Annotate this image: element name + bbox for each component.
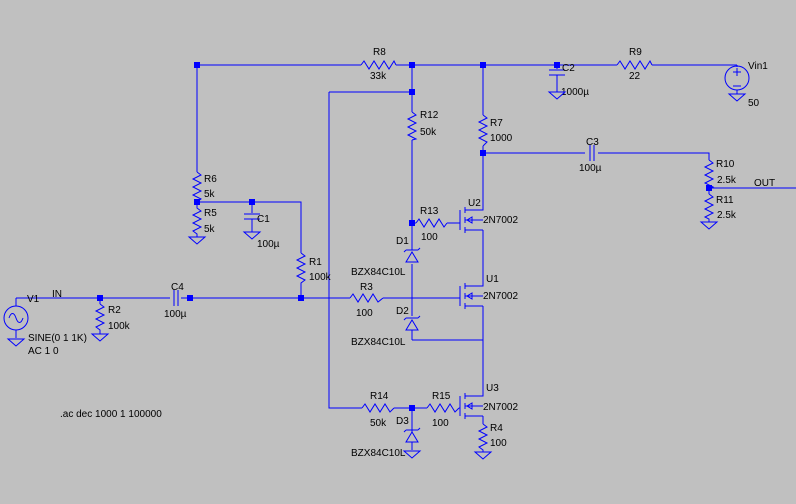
- resistor-r4[interactable]: R4 100: [477, 423, 507, 452]
- voltage-source-vin1[interactable]: Vin1 50: [724, 61, 768, 109]
- resistor-r7-value: 1000: [490, 133, 513, 144]
- voltage-source-v1-value1: SINE(0 1 1K): [28, 333, 87, 344]
- voltage-source-v1-name: V1: [27, 294, 40, 305]
- voltage-source-v1[interactable]: V1 SINE(0 1 1K) AC 1 0: [3, 294, 87, 357]
- resistor-r5-name: R5: [204, 208, 217, 219]
- resistor-r2-value: 100k: [108, 321, 131, 332]
- capacitor-c3-value: 100µ: [579, 163, 602, 174]
- resistor-r15-value: 100: [432, 418, 449, 429]
- resistor-r1[interactable]: R1 100k: [295, 252, 332, 285]
- resistor-r8[interactable]: R8 33k: [360, 47, 397, 82]
- zener-d1-name: D1: [396, 236, 409, 247]
- resistor-r6[interactable]: R6 5k: [191, 171, 217, 203]
- resistor-r14-name: R14: [370, 391, 389, 402]
- mosfet-u2-name: U2: [468, 198, 481, 209]
- mosfet-u1-name: U1: [486, 274, 499, 285]
- capacitor-c4[interactable]: C4 100µ: [164, 282, 187, 320]
- net-label-in: IN: [52, 289, 62, 300]
- mosfet-u2-value: 2N7002: [483, 215, 518, 226]
- voltage-source-vin1-name: Vin1: [748, 61, 768, 72]
- zener-d3-value: BZX84C10L: [351, 448, 406, 459]
- zener-d2-name: D2: [396, 306, 409, 317]
- resistor-r7-name: R7: [490, 118, 503, 129]
- resistor-r5[interactable]: R5 5k: [191, 202, 217, 236]
- resistor-r11-value: 2.5k: [717, 210, 737, 221]
- capacitor-c2[interactable]: C2 1000µ: [549, 63, 589, 98]
- resistor-r11-name: R11: [716, 195, 734, 206]
- capacitor-c2-value: 1000µ: [561, 87, 589, 98]
- resistor-r15-name: R15: [432, 391, 451, 402]
- capacitor-c1-value: 100µ: [257, 239, 280, 250]
- resistor-r1-value: 100k: [309, 272, 332, 283]
- zener-d2[interactable]: D2 BZX84C10L: [351, 306, 421, 348]
- capacitor-c2-name: C2: [562, 63, 575, 74]
- mosfet-u3-value: 2N7002: [483, 402, 518, 413]
- resistor-r6-name: R6: [204, 174, 217, 185]
- wires: [39, 64, 796, 424]
- resistor-r14-value: 50k: [370, 418, 387, 429]
- resistor-r13-name: R13: [420, 206, 439, 217]
- resistor-r2[interactable]: R2 100k: [94, 303, 131, 334]
- resistor-r9[interactable]: R9 22: [616, 47, 653, 82]
- capacitor-c4-value: 100µ: [164, 309, 187, 320]
- resistor-r8-name: R8: [373, 47, 386, 58]
- resistor-r12-value: 50k: [420, 127, 437, 138]
- resistor-r11[interactable]: R11 2.5k: [703, 193, 737, 221]
- resistor-r12[interactable]: R12 50k: [406, 110, 439, 141]
- zener-d1-value: BZX84C10L: [351, 267, 406, 278]
- resistor-r2-name: R2: [108, 305, 121, 316]
- resistor-r1-name: R1: [309, 257, 322, 268]
- zener-d2-value: BZX84C10L: [351, 337, 406, 348]
- capacitor-c1[interactable]: C1 100µ: [244, 213, 280, 250]
- resistor-r3[interactable]: R3 100: [349, 282, 384, 319]
- resistor-r10-name: R10: [716, 159, 735, 170]
- resistor-r9-name: R9: [629, 47, 642, 58]
- resistor-r3-name: R3: [360, 282, 373, 293]
- capacitor-c1-name: C1: [257, 214, 270, 225]
- resistor-r10[interactable]: R10 2.5k: [703, 159, 737, 189]
- capacitor-c3-name: C3: [586, 137, 599, 148]
- resistor-r7[interactable]: R7 1000: [477, 114, 513, 147]
- resistor-r15[interactable]: R15 100: [426, 391, 460, 429]
- mosfet-u1-value: 2N7002: [483, 291, 518, 302]
- resistor-r9-value: 22: [629, 71, 641, 82]
- mosfet-u3[interactable]: U3 2N7002: [459, 380, 518, 419]
- resistor-r4-name: R4: [490, 423, 503, 434]
- resistor-r6-value: 5k: [204, 189, 216, 200]
- net-label-out: OUT: [754, 178, 775, 189]
- voltage-source-v1-value2: AC 1 0: [28, 346, 59, 357]
- mosfet-u2[interactable]: U2 2N7002: [459, 196, 518, 233]
- capacitor-c3[interactable]: C3 100µ: [579, 137, 602, 174]
- voltage-source-vin1-value: 50: [748, 98, 760, 109]
- zener-d3[interactable]: D3 BZX84C10L: [351, 416, 421, 459]
- resistor-r13[interactable]: R13 100: [415, 206, 448, 243]
- resistor-r12-name: R12: [420, 110, 439, 121]
- resistor-r5-value: 5k: [204, 224, 216, 235]
- mosfet-u1[interactable]: U1 2N7002: [459, 270, 518, 309]
- resistor-r10-value: 2.5k: [717, 175, 737, 186]
- mosfet-u3-name: U3: [486, 383, 499, 394]
- zener-d3-name: D3: [396, 416, 409, 427]
- capacitor-c4-name: C4: [171, 282, 184, 293]
- ground-symbols: [6, 84, 747, 460]
- resistor-r14[interactable]: R14 50k: [361, 391, 395, 429]
- zener-d1[interactable]: D1 BZX84C10L: [351, 236, 421, 278]
- resistor-r4-value: 100: [490, 438, 507, 449]
- resistor-r3-value: 100: [356, 308, 373, 319]
- resistor-r8-value: 33k: [370, 71, 387, 82]
- spice-directive[interactable]: .ac dec 1000 1 100000: [60, 409, 162, 420]
- resistor-r13-value: 100: [421, 232, 438, 243]
